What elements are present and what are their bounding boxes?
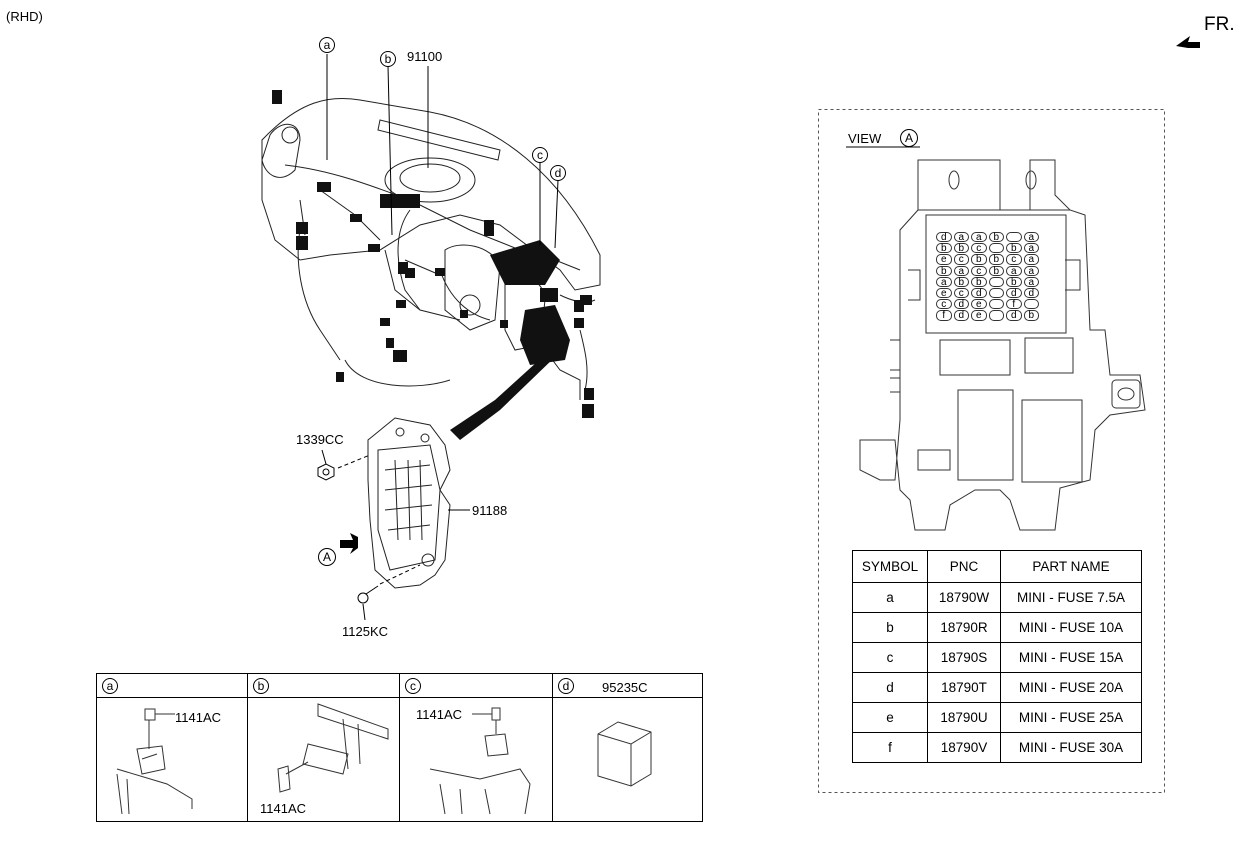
sub-panel-a-symbol: a [102,678,118,694]
header-pnc: PNC [927,550,1001,583]
fuse-slot: c [953,254,969,265]
fuse-slot: f [1006,299,1022,310]
header-part-name: PART NAME [1000,550,1142,583]
fuse-slot: b [953,276,969,287]
callout-b: b [380,50,396,68]
fuse-slot [1023,299,1039,310]
fuse-slot: e [936,254,952,265]
fuse-slot [988,276,1004,287]
fuse-slot: a [1023,276,1039,287]
sub-panel-a-label: 1141AC [175,710,222,725]
callout-d: d [550,164,566,182]
fuse-slot: b [953,243,969,254]
fuse-slot: b [971,254,987,265]
fuse-slot: d [953,299,969,310]
sub-panel-b-symbol: b [253,678,269,694]
fuse-slot: a [1023,243,1039,254]
fuse-slot: b [1023,310,1039,321]
fuse-slot [988,299,1004,310]
sub-panel-d-symbol: d [558,678,574,694]
sub-panel-d: d 95235C [553,674,703,821]
fuse-slot: b [988,232,1004,243]
fuse-slot: b [1006,243,1022,254]
fuse-slot: b [936,265,952,276]
screw-pnc-label: 1125KC [342,624,389,639]
fuse-slot: c [936,299,952,310]
sub-panel-a: a 1141AC [97,674,248,821]
view-title-marker: A [900,129,918,147]
fuse-slot: c [971,265,987,276]
fuse-slot: d [936,232,952,243]
sub-panel-c: c 1141AC [400,674,553,821]
fuse-slot: d [1006,288,1022,299]
bracket-b-illustration [277,703,389,793]
wiring-pnc-label: 91100 [407,49,443,64]
sub-panel-d-title: 95235C [602,680,648,695]
fuse-slot: a [971,232,987,243]
sub-panel-b-label: 1141AC [260,801,307,816]
sub-panel-c-label: 1141AC [416,707,463,722]
sub-panels: a 1141AC b 1141AC c [96,673,703,822]
fuse-slot: c [953,288,969,299]
fuse-slot: c [971,243,987,254]
fuse-slot: a [936,276,952,287]
fuse-slot: b [971,276,987,287]
relay-illustration [597,721,652,787]
bracket-a-illustration [116,708,193,815]
junction-box-pnc-label: 91188 [472,503,508,518]
fuse-slot: a [953,232,969,243]
fuse-slot: b [988,254,1004,265]
fuse-slot: a [1006,265,1022,276]
fuse-slot: d [953,310,969,321]
region-label: (RHD) [6,9,43,24]
fuse-slot: d [971,288,987,299]
fuse-slot: e [971,299,987,310]
fuse-slot: c [1006,254,1022,265]
fuse-slot [1006,232,1022,243]
front-arrow-icon [1174,30,1204,55]
parts-table-header: SYMBOL PNC PART NAME [852,550,1142,583]
fuse-slot: e [936,288,952,299]
fuse-slot: a [1023,232,1039,243]
front-label: FR. [1204,14,1235,35]
bolt-pnc-label: 1339CC [296,432,344,447]
fuse-slot: a [1023,254,1039,265]
fuse-slot [988,243,1004,254]
fuse-slot: b [988,265,1004,276]
fuse-slot: a [1023,265,1039,276]
fuse-slot: b [936,243,952,254]
fuse-slot [988,288,1004,299]
sub-panel-b: b 1141AC [248,674,400,821]
fuse-slot [988,310,1004,321]
bracket-c-illustration [429,707,531,815]
header-symbol: SYMBOL [852,550,928,583]
callout-a: a [319,36,335,54]
fuse-slot: e [971,310,987,321]
callout-c: c [532,146,548,164]
fuse-slot: f [936,310,952,321]
fuse-slot: a [953,265,969,276]
view-title: VIEW [848,131,882,146]
view-marker-callout: A [318,548,336,566]
fuse-slot: d [1023,288,1039,299]
fuse-slot: b [1006,276,1022,287]
fuse-slot: d [1006,310,1022,321]
sub-panel-c-symbol: c [405,678,421,694]
